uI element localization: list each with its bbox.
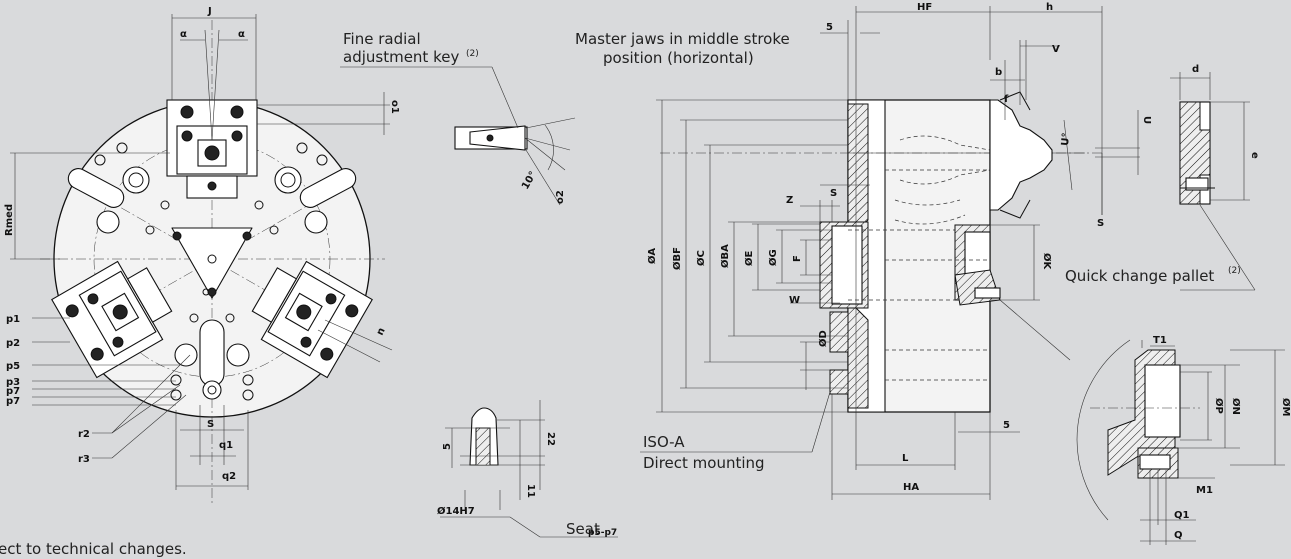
label-ten-deg: 10°: [520, 170, 539, 192]
iso-a-text: ISO-A: [643, 433, 685, 451]
label-n: n: [375, 326, 388, 337]
side-view-dimensions: [640, 6, 1256, 521]
label-seat-5: 5: [442, 443, 453, 450]
label-HF: HF: [917, 2, 932, 13]
label-V: V: [1052, 44, 1060, 55]
fine-radial-sup: (2): [466, 49, 479, 59]
label-M1: M1: [1196, 485, 1213, 496]
master-jaws-text-1: Master jaws in middle stroke: [575, 30, 790, 48]
seat-ref-text: p5-p7: [588, 528, 617, 538]
label-e: e: [1249, 152, 1260, 159]
label-p7-a: p7: [6, 386, 20, 397]
label-p3: p3: [6, 377, 20, 388]
label-r2: r2: [78, 429, 90, 440]
label-F: F: [792, 255, 803, 262]
label-d: d: [1192, 64, 1199, 75]
label-dD: ØD: [817, 330, 829, 347]
label-dG: ØG: [767, 249, 779, 266]
label-J: J: [207, 6, 212, 17]
quick-change-text: Quick change pallet: [1065, 267, 1214, 285]
master-jaws-text-2: position (horizontal): [603, 49, 754, 67]
label-Q1: Q1: [1174, 510, 1190, 521]
label-dBA: ØBA: [719, 244, 731, 268]
direct-mounting-text: Direct mounting: [643, 454, 765, 472]
label-alpha-right: α: [238, 29, 245, 40]
seat-detail: [440, 400, 618, 538]
detail-view-m: [1090, 340, 1285, 545]
label-b: b: [995, 67, 1002, 78]
label-dM: ØM: [1280, 398, 1291, 417]
label-L: L: [902, 453, 909, 464]
label-f: f: [1004, 94, 1009, 105]
fine-radial-text-2: adjustment key: [343, 48, 459, 66]
label-Udeg: U°: [1060, 132, 1072, 146]
label-Q: Q: [1174, 530, 1183, 541]
label-p1: p1: [6, 314, 20, 325]
label-5-bottom: 5: [1003, 420, 1010, 431]
quick-change-sup: (2): [1228, 266, 1241, 276]
label-dA: ØA: [646, 248, 658, 264]
label-p7-b: p7: [6, 396, 20, 407]
fine-radial-key: [340, 66, 576, 206]
label-o1: o1: [389, 100, 400, 114]
label-S-front: S: [207, 419, 214, 430]
label-W: W: [789, 295, 800, 306]
label-5-top: 5: [826, 22, 833, 33]
seat-text: Seat: [566, 520, 600, 538]
footer-note: ect to technical changes.: [0, 540, 187, 558]
label-p2: p2: [6, 338, 20, 349]
label-22: 22: [545, 432, 556, 446]
label-11: 11: [525, 484, 536, 498]
label-q2: q2: [222, 471, 236, 482]
label-r3: r3: [78, 454, 90, 465]
label-T1: T1: [1153, 335, 1167, 346]
label-HA: HA: [903, 482, 919, 493]
fine-radial-text-1: Fine radial: [343, 30, 421, 48]
label-dBF: ØBF: [671, 247, 683, 270]
jaw-bottom-right: [251, 260, 373, 379]
chuck-side-view: [660, 91, 1105, 413]
quick-change-pallet: [1170, 72, 1250, 205]
label-dE: ØE: [743, 250, 755, 266]
label-Z: Z: [786, 195, 793, 206]
label-U: U: [1141, 116, 1152, 124]
label-d14: Ø14H7: [437, 505, 475, 517]
label-rmed: Rmed: [4, 204, 15, 236]
front-view-dimensions: [10, 14, 393, 490]
label-dP: ØP: [1213, 398, 1225, 414]
label-alpha-left: α: [180, 29, 187, 40]
label-h: h: [1046, 2, 1053, 13]
label-S-right: S: [1097, 218, 1104, 229]
label-dN: ØN: [1230, 398, 1242, 415]
label-dK: ØK: [1041, 253, 1053, 271]
label-p5: p5: [6, 361, 20, 372]
label-q1: q1: [219, 440, 233, 451]
label-S-mid: S: [830, 188, 837, 199]
jaw-bottom-left: [51, 260, 173, 379]
label-o2: o2: [555, 190, 566, 204]
label-dC: ØC: [695, 250, 707, 266]
chuck-front-view: [40, 20, 385, 505]
